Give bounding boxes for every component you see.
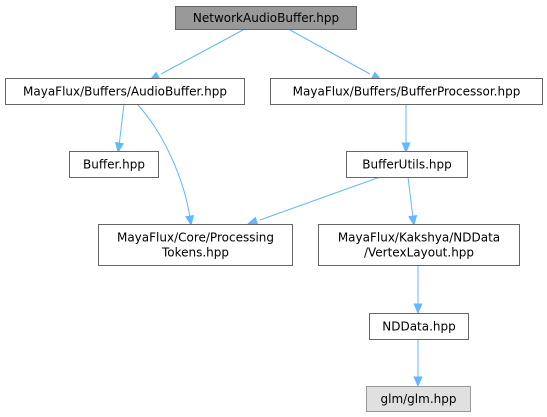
- node-n6[interactable]: MayaFlux/Kakshya/NDData/VertexLayout.hpp: [318, 224, 520, 266]
- nodes-layer: NetworkAudioBuffer.hppMayaFlux/Buffers/A…: [5, 6, 543, 412]
- node-n3[interactable]: Buffer.hpp: [69, 151, 159, 178]
- node-label: BufferUtils.hpp: [362, 158, 451, 172]
- edge-line: [136, 103, 191, 219]
- edge-line: [289, 29, 371, 75]
- edge-line: [118, 103, 125, 147]
- arrow-head-icon: [401, 142, 411, 154]
- node-box[interactable]: [318, 224, 520, 266]
- node-label: /VertexLayout.hpp: [364, 246, 474, 260]
- edge-n1-n5: [136, 103, 195, 227]
- edge-n6-n7: [413, 265, 423, 315]
- node-box[interactable]: [69, 151, 159, 178]
- node-label: Tokens.hpp: [161, 246, 229, 260]
- edge-line: [160, 29, 244, 75]
- edge-line: [259, 176, 381, 221]
- arrow-head-icon: [413, 303, 423, 315]
- arrow-head-icon: [413, 376, 423, 388]
- arrow-head-icon: [115, 141, 125, 154]
- edge-n2-n4: [401, 104, 411, 154]
- node-label: NDData.hpp: [382, 320, 456, 334]
- node-n7[interactable]: NDData.hpp: [369, 313, 469, 340]
- edge-n1-n3: [115, 103, 125, 154]
- node-n1[interactable]: MayaFlux/Buffers/AudioBuffer.hpp: [5, 78, 245, 105]
- edge-n0-n2: [289, 29, 383, 81]
- node-box[interactable]: [5, 78, 245, 105]
- edge-n4-n5: [246, 176, 381, 226]
- node-n0[interactable]: NetworkAudioBuffer.hpp: [175, 6, 357, 30]
- node-n4[interactable]: BufferUtils.hpp: [346, 151, 468, 178]
- node-box[interactable]: [366, 386, 471, 412]
- node-box[interactable]: [270, 78, 543, 105]
- node-box[interactable]: [98, 224, 293, 266]
- node-label: Buffer.hpp: [83, 158, 145, 172]
- node-label: MayaFlux/Kakshya/NDData: [338, 231, 500, 245]
- arrow-head-icon: [408, 214, 418, 227]
- edge-n7-n8: [413, 339, 423, 388]
- node-box[interactable]: [346, 151, 468, 178]
- node-label: NetworkAudioBuffer.hpp: [193, 11, 339, 25]
- node-label: MayaFlux/Buffers/BufferProcessor.hpp: [293, 85, 521, 99]
- node-label: glm/glm.hpp: [381, 392, 457, 406]
- node-label: MayaFlux/Buffers/AudioBuffer.hpp: [23, 85, 227, 99]
- arrow-head-icon: [246, 216, 259, 226]
- node-n8[interactable]: glm/glm.hpp: [366, 386, 471, 412]
- node-box[interactable]: [175, 6, 357, 30]
- edge-n4-n6: [407, 176, 418, 227]
- arrow-head-icon: [185, 214, 195, 227]
- edge-n0-n1: [148, 29, 244, 81]
- edge-line: [407, 176, 414, 219]
- node-box[interactable]: [369, 313, 469, 340]
- node-n2[interactable]: MayaFlux/Buffers/BufferProcessor.hpp: [270, 78, 543, 105]
- node-label: MayaFlux/Core/Processing: [117, 231, 274, 245]
